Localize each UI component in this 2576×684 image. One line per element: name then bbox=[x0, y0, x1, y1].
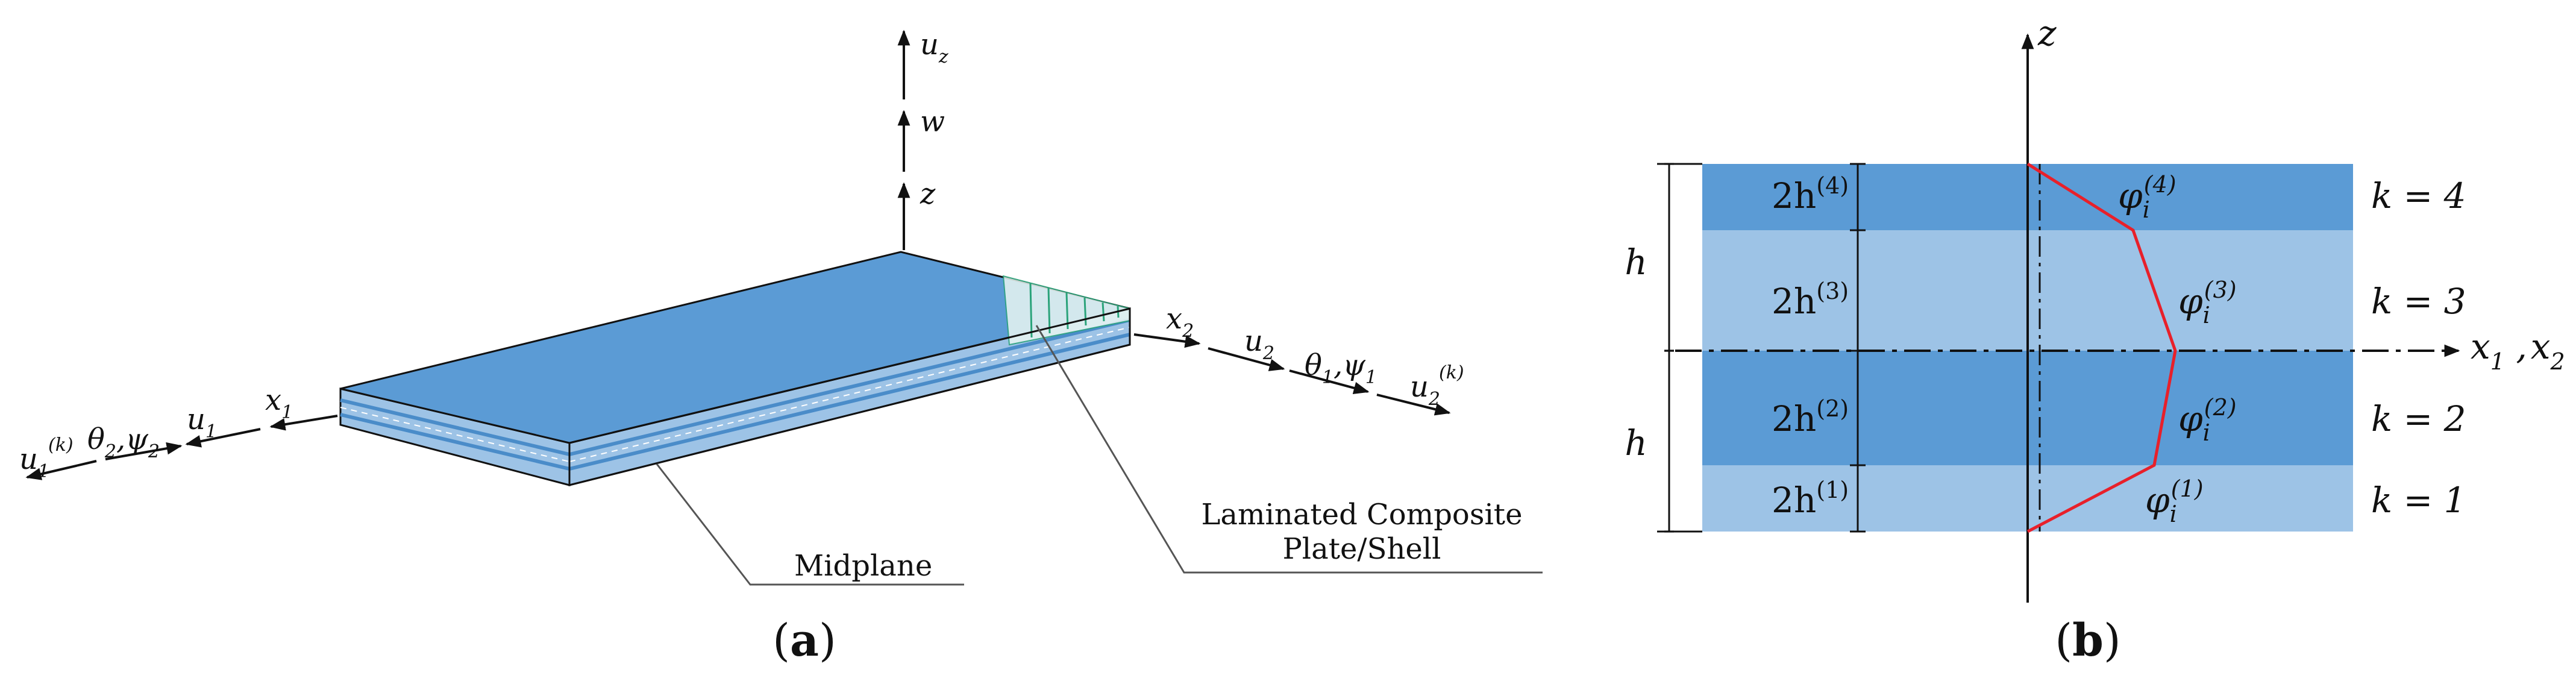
uz-label: uz bbox=[920, 28, 948, 67]
x-axis-label: x1 ,x2 bbox=[2471, 326, 2565, 375]
x1-label: x1 bbox=[265, 383, 293, 423]
k-label-2: k = 2 bbox=[2371, 398, 2466, 439]
laminated-plate bbox=[339, 251, 1131, 486]
theta2-arrow bbox=[105, 442, 183, 460]
thickness-label-k2: 2h(2) bbox=[1772, 395, 1849, 439]
theta1-arrow bbox=[1289, 369, 1370, 394]
h-dimensions bbox=[1657, 163, 1702, 533]
x1-arrow bbox=[269, 415, 338, 431]
midplane-leader bbox=[656, 463, 964, 586]
phi-label-k1: φi(1) bbox=[2145, 475, 2204, 527]
panel-b-caption: (b) bbox=[2055, 615, 2121, 667]
u2-label: u2 bbox=[1244, 324, 1274, 364]
panel-a-caption: (a) bbox=[772, 615, 836, 667]
phi-label-k3: φi(3) bbox=[2178, 277, 2237, 328]
x2-label: x2 bbox=[1166, 302, 1194, 342]
plate-label-line2: Plate/Shell bbox=[1282, 532, 1441, 566]
theta1-psi1-label: θ1,ψ1 bbox=[1305, 348, 1377, 388]
plate-label-line1: Laminated Composite bbox=[1201, 498, 1522, 532]
thickness-label-k3: 2h(3) bbox=[1772, 278, 1849, 322]
x2-arrow bbox=[1133, 333, 1201, 348]
phi-profile-line bbox=[2026, 162, 2177, 533]
u2k-label: u2(k) bbox=[1410, 362, 1464, 410]
panel-b: z x1 ,x2 h h 2h(4) 2h(3) 2h(2) 2h bbox=[1625, 13, 2565, 667]
thickness-ticks bbox=[1850, 163, 1866, 533]
h-label-lower: h bbox=[1625, 422, 1647, 463]
plate-leader bbox=[1035, 325, 1543, 574]
u1k-label: u1(k) bbox=[19, 435, 74, 482]
k-label-1: k = 1 bbox=[2371, 480, 2466, 521]
theta2-psi2-label: θ2,ψ2 bbox=[87, 422, 160, 462]
k-label-3: k = 3 bbox=[2371, 281, 2466, 322]
u1-label: u1 bbox=[187, 403, 217, 442]
midplane-label: Midplane bbox=[794, 549, 932, 583]
u1k-arrow bbox=[25, 460, 97, 480]
z-label-a: z bbox=[920, 177, 936, 211]
k-label-4: k = 4 bbox=[2371, 175, 2466, 216]
plate-layer-stripes bbox=[340, 318, 1130, 471]
phi-label-k2: φi(2) bbox=[2178, 394, 2237, 446]
phi-label-k4: φi(4) bbox=[2118, 171, 2176, 223]
leader-lines bbox=[656, 325, 1543, 586]
h-label-upper: h bbox=[1625, 242, 1647, 283]
x2-direction-arrows bbox=[1133, 333, 1451, 416]
w-label: w bbox=[920, 105, 945, 139]
u2k-arrow bbox=[1376, 394, 1451, 416]
u2-arrow bbox=[1208, 347, 1285, 371]
thickness-label-k1: 2h(1) bbox=[1772, 477, 1849, 521]
z-label-b: z bbox=[2037, 13, 2057, 54]
u1-arrow bbox=[185, 428, 261, 448]
thickness-label-k4: 2h(4) bbox=[1772, 172, 1849, 216]
x1-direction-arrows bbox=[25, 415, 338, 480]
panel-a: uz w z bbox=[19, 28, 1543, 667]
